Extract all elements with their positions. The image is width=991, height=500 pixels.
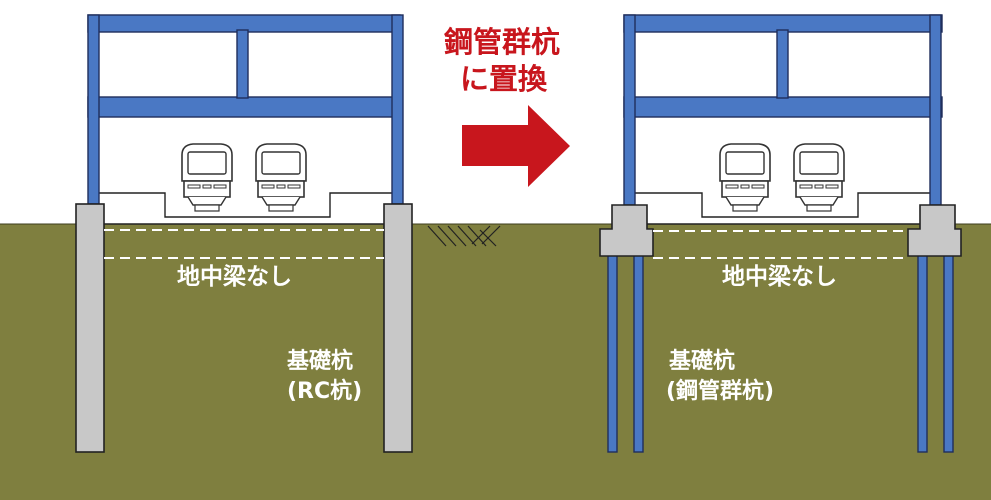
steel-pile <box>607 239 618 453</box>
right-column <box>929 14 942 206</box>
pile-cap-right <box>907 204 962 257</box>
after-structure: 地中梁なし 基礎杭 (鋼管群杭) <box>599 14 962 453</box>
steel-pile <box>917 239 928 453</box>
steel-pile <box>943 239 954 453</box>
arrow-label-line2: に置換 <box>460 62 548 96</box>
left-column <box>623 14 636 206</box>
ground <box>0 224 991 500</box>
steel-pile <box>633 239 644 453</box>
ground-hatch <box>427 225 501 247</box>
pile-label-line2: (鋼管群杭) <box>666 378 774 404</box>
pile-label-line2: (RC杭) <box>287 378 362 404</box>
middle-beam <box>87 96 401 118</box>
no-grade-beam-label: 地中梁なし <box>177 264 292 290</box>
arrow-label-line1: 鋼管群杭 <box>444 25 560 59</box>
station-box <box>626 192 936 225</box>
train-icon <box>719 143 771 212</box>
pile-label-line1: 基礎杭 <box>287 348 353 374</box>
arrow-icon <box>462 105 570 187</box>
train-icon <box>181 143 233 212</box>
before-structure: 地中梁なし 基礎杭 (RC杭) <box>75 14 413 453</box>
rc-pile-left <box>75 203 105 453</box>
center-column <box>236 29 249 99</box>
center-column <box>776 29 789 99</box>
train-icon <box>793 143 845 212</box>
pile-cap-left <box>599 204 654 257</box>
rc-pile-right <box>383 203 413 453</box>
no-grade-beam-label: 地中梁なし <box>722 264 837 290</box>
replace-arrow: 鋼管群杭 に置換 <box>444 25 570 187</box>
station-box <box>89 192 397 225</box>
left-column <box>87 14 100 205</box>
middle-beam <box>623 96 943 118</box>
pile-label-line1: 基礎杭 <box>669 348 735 374</box>
right-column <box>391 14 404 205</box>
train-icon <box>255 143 307 212</box>
